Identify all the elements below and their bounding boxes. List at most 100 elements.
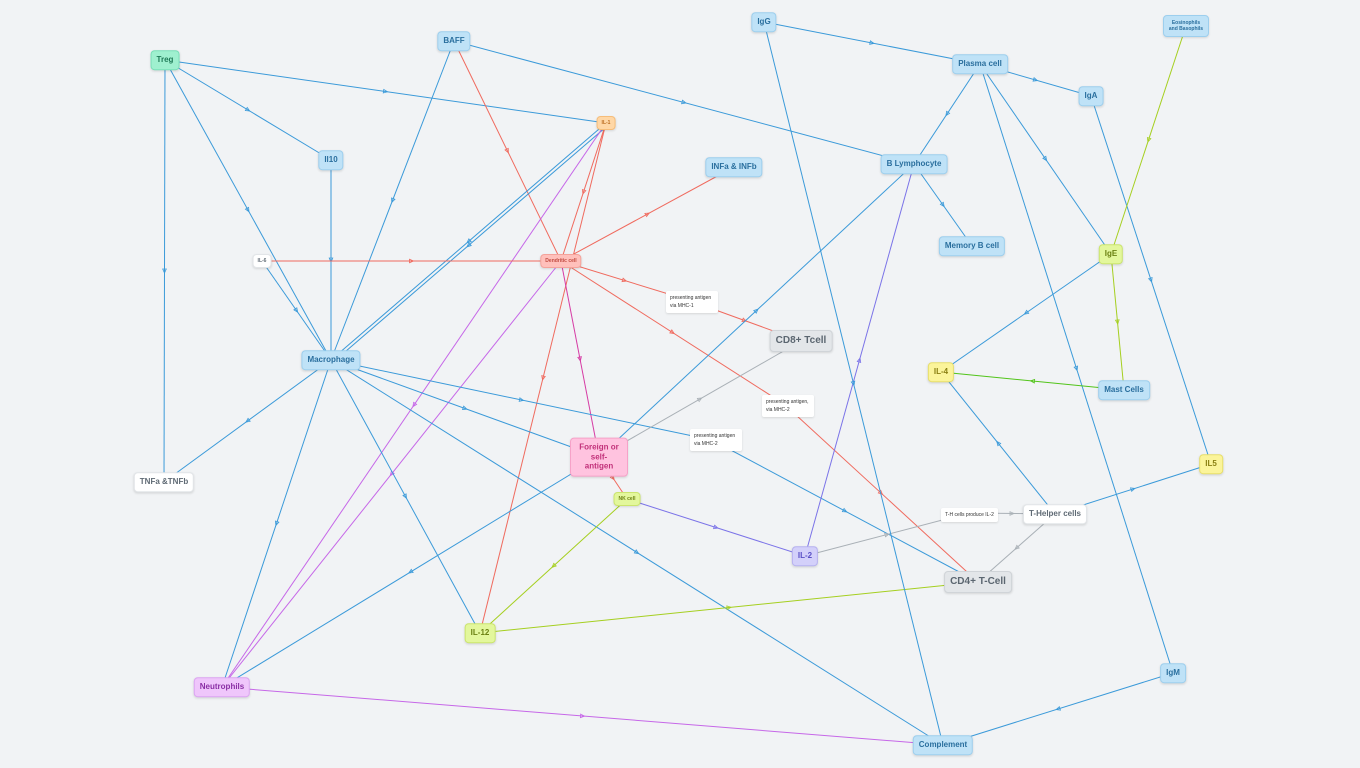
edge-arrow-il1-neu [412, 401, 418, 408]
node-infa-infb[interactable]: INFa & INFb [705, 157, 763, 177]
edge-th-il4 [940, 371, 1056, 515]
edge-ige-mast [1110, 253, 1125, 391]
edge-dc-fsa [560, 260, 600, 458]
edge-arrow-mac-n3 [518, 397, 525, 402]
edge-igg-plasma [763, 21, 981, 65]
edge-mac-fsa [330, 359, 600, 458]
edge-arrow-fsa-cd8 [696, 397, 703, 403]
edge-arrow-baff-mac [391, 197, 396, 204]
edge-mac-tnf [163, 359, 332, 483]
node-macrophage[interactable]: Macrophage [301, 350, 361, 370]
edge-dc-neu [221, 260, 562, 688]
edge-arrow-plasma-igm [1073, 365, 1079, 372]
edge-il1-dc [560, 122, 607, 262]
edge-neu-comp [221, 686, 944, 746]
edge-arrow-fsa-bly [753, 308, 759, 314]
node-memory-b-cell[interactable]: Memory B cell [938, 236, 1006, 256]
edge-arrow-baff-dc [504, 147, 509, 154]
edge-dc-n2 [560, 260, 785, 405]
edge-arrow-il6-dc [409, 258, 415, 264]
edge-mac-comp [330, 359, 944, 746]
node-il4[interactable]: IL-4 [927, 362, 955, 382]
edge-iga-il5 [1090, 95, 1212, 465]
edge-ige-il4 [940, 253, 1112, 373]
node-cd8-tcell[interactable]: CD8+ Tcell [769, 330, 833, 352]
node-il12[interactable]: IL-12 [464, 623, 496, 643]
edge-igm-comp [942, 672, 1174, 746]
edge-arrow-baff-bly [681, 99, 687, 105]
node-treg[interactable]: Treg [150, 50, 180, 70]
note-presenting-mhc2-a[interactable]: presenting antigen, via MHC-2 [762, 395, 814, 417]
node-t-helper-cells[interactable]: T-Helper cells [1022, 504, 1088, 524]
edge-plasma-ige [979, 63, 1112, 255]
edge-arrow-mac-comp [633, 549, 640, 555]
node-mast-cells[interactable]: Mast Cells [1098, 380, 1150, 400]
edge-nk-il2 [626, 498, 806, 557]
edge-il1-neu [221, 122, 607, 688]
node-nk-cell[interactable]: NK cell [613, 492, 641, 506]
edge-il6-mac [261, 260, 332, 361]
edge-arrow-ige-mast [1114, 319, 1120, 325]
edge-arrow-neu-comp [579, 713, 586, 719]
note-th-cells-produce-il2[interactable]: T-H cells produce IL-2 [941, 508, 998, 522]
edge-arrow-mac-fsa [461, 405, 468, 410]
edge-arrow-il1-il12 [541, 375, 546, 381]
edge-plasma-bly [913, 63, 981, 165]
edge-treg-mac [164, 59, 332, 361]
node-cd4-tcell[interactable]: CD4+ T-Cell [944, 571, 1012, 593]
edge-mac-il12 [330, 359, 481, 634]
note-presenting-mhc2-b[interactable]: presenting antigen via MHC-2 [690, 429, 742, 451]
edge-arrow-th-il5 [1129, 487, 1136, 493]
node-neutrophils[interactable]: Neutrophils [193, 677, 251, 697]
edge-arrow-treg-tnf [162, 268, 167, 274]
edge-arrow-dc-fsa [577, 356, 582, 362]
edge-treg-il1 [164, 59, 607, 124]
edge-mac-neu [221, 359, 332, 688]
node-ige[interactable]: IgE [1098, 244, 1124, 264]
edge-eos-ige [1110, 25, 1187, 255]
edge-arrow-treg-mac [244, 206, 250, 213]
node-il10[interactable]: Il10 [318, 150, 344, 170]
node-il5[interactable]: IL5 [1199, 454, 1223, 474]
node-igg[interactable]: IgG [751, 12, 777, 32]
edge-il12-cd4 [479, 581, 979, 634]
edge-arrow-plasma-iga [1032, 77, 1039, 82]
edge-nk-il12 [479, 498, 628, 634]
node-iga[interactable]: IgA [1078, 86, 1104, 106]
node-complement[interactable]: Complement [912, 735, 974, 755]
edge-arrow-treg-il1 [382, 88, 389, 94]
edge-arrow-fsa-neu [407, 568, 414, 574]
edge-arrow-eos-ige [1146, 136, 1152, 143]
edge-arrow-dc-n2 [669, 329, 676, 335]
edge-igg-comp [763, 21, 944, 746]
edge-arrow-th-cd4 [1014, 544, 1020, 550]
node-il1[interactable]: IL-1 [596, 116, 616, 130]
node-foreign-self-antigen[interactable]: Foreign or self-antigen [570, 437, 628, 477]
node-baff[interactable]: BAFF [437, 31, 471, 51]
edge-arrow-plasma-ige [1042, 155, 1048, 162]
edge-arrow-th-il4 [996, 440, 1002, 447]
node-il2[interactable]: IL-2 [791, 546, 819, 566]
node-dendritic-cell[interactable]: Dendritic cell [540, 254, 582, 268]
edge-arrow-il12-cd4 [726, 605, 732, 611]
edge-arrow-il1-mac [466, 238, 472, 244]
edge-arrow-mac-neu [274, 520, 280, 527]
node-igm[interactable]: IgM [1160, 663, 1186, 683]
edge-arrow-dc-infa [644, 212, 651, 218]
edge-mast-il4 [940, 371, 1125, 391]
note-presenting-mhc1[interactable]: presenting antigen via MHC-1 [666, 291, 718, 313]
edge-arrow-nk-il2 [712, 524, 719, 530]
node-plasma-cell[interactable]: Plasma cell [952, 54, 1008, 74]
edge-arrow-bly-memb [939, 201, 945, 208]
node-b-lymphocyte[interactable]: B Lymphocyte [880, 154, 948, 174]
edge-arrow-igg-plasma [869, 40, 875, 45]
node-eosinophils-basophils[interactable]: Eosinophils and Basophils [1163, 15, 1209, 37]
edge-arrow-il10-mac [328, 257, 334, 263]
edge-arrow-il6-mac [293, 307, 299, 313]
edge-dc-infa [560, 166, 735, 262]
node-tnfa-tnfb[interactable]: TNFa &TNFb [133, 472, 195, 492]
node-il6[interactable]: IL-6 [252, 254, 272, 268]
edge-treg-il10 [164, 59, 332, 161]
